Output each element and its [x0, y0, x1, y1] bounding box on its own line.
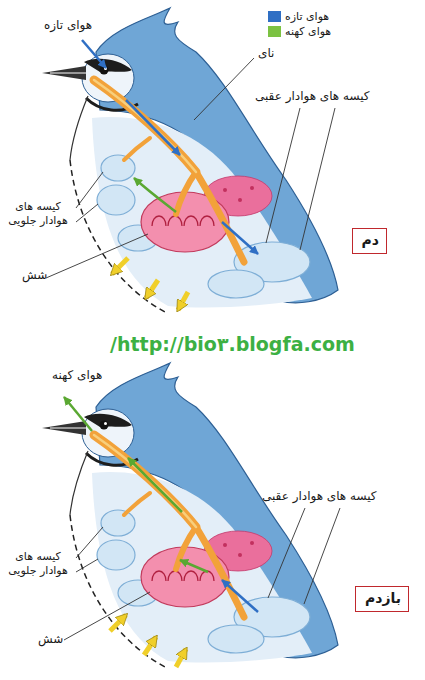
compression-arrow [176, 649, 186, 667]
expansion-arrow [112, 258, 128, 274]
fresh-air-arrow [222, 222, 258, 254]
leader-line [300, 108, 335, 250]
stale-air-arrow [64, 397, 92, 431]
leader-line [64, 592, 150, 640]
expansion-arrow [178, 292, 188, 310]
part-label: شش [22, 268, 47, 283]
part-label: کیسه های هوادار جلویی [2, 200, 74, 228]
part-label: کیسه های هوادار عقبی [255, 89, 369, 104]
leader-line [76, 559, 98, 572]
bird-exhale [42, 363, 338, 667]
leader-line [46, 234, 148, 278]
phase-box: دم [352, 228, 387, 254]
leader-line [266, 108, 300, 243]
legend-label: هوای کهنه [285, 25, 331, 38]
part-label: کیسه های هوادار جلویی [2, 550, 74, 578]
legend-swatch [268, 11, 281, 22]
legend-entry: هوای کهنه [268, 25, 331, 38]
legend-swatch [268, 26, 281, 37]
watermark: /http://bio۳.blogfa.com [110, 333, 355, 357]
part-label: نای [258, 46, 274, 61]
fresh-air-arrow [126, 100, 180, 155]
leader-line [76, 204, 98, 222]
leader-line [76, 527, 103, 558]
leader-line [194, 58, 254, 120]
part-label: شش [38, 632, 63, 647]
expansion-arrow [146, 280, 158, 298]
fresh-air-arrow [222, 580, 258, 612]
leader-line [268, 508, 305, 598]
leader-line [76, 172, 103, 208]
stale-air-arrow [134, 178, 176, 212]
phase-box: بازدم [355, 586, 409, 612]
legend-label: هوای تازه [285, 10, 329, 23]
stale-air-arrow [128, 458, 182, 512]
phase-label: دم [360, 232, 379, 249]
arrow-label: هوای تازه [44, 18, 92, 33]
arrow-label: هوای کهنه [52, 368, 102, 383]
compression-arrow [110, 615, 126, 631]
legend-entry: هوای تازه [268, 10, 329, 23]
bird-inhale [42, 8, 338, 312]
leader-line [304, 508, 340, 604]
phase-label: بازدم [363, 590, 401, 607]
part-label: کیسه های هوادار عقبی [262, 489, 376, 504]
stale-air-arrow [180, 560, 208, 572]
compression-arrow [144, 637, 156, 655]
fresh-air-arrow [82, 40, 106, 68]
